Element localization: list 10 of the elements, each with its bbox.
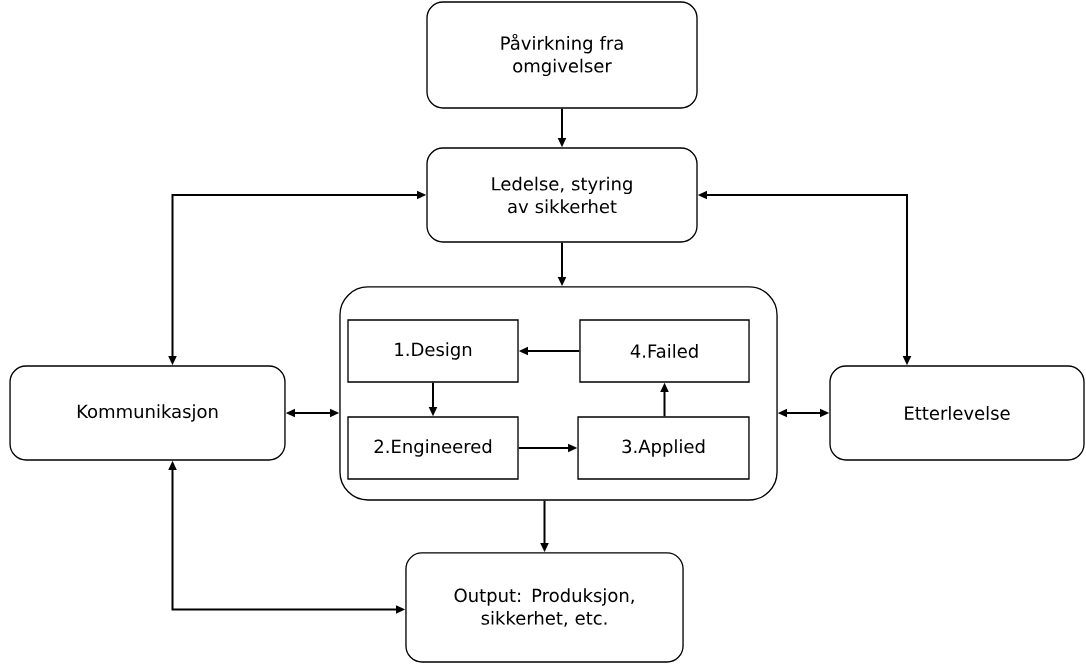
stage-box: 1.Design bbox=[347, 319, 519, 383]
process-box: Kommunikasjon bbox=[9, 365, 286, 461]
process-box: Output: Produksjon, sikkerhet, etc. bbox=[405, 552, 684, 663]
process-box: Ledelse, styring av sikkerhet bbox=[426, 147, 698, 243]
stage-box: 4.Failed bbox=[579, 319, 750, 383]
process-box: Etterlevelse bbox=[829, 365, 1085, 461]
stage-box: 3.Applied bbox=[577, 416, 750, 480]
process-box: Påvirkning fra omgivelser bbox=[426, 1, 698, 109]
container-box bbox=[339, 286, 778, 501]
stage-box: 2.Engineered bbox=[347, 416, 519, 480]
